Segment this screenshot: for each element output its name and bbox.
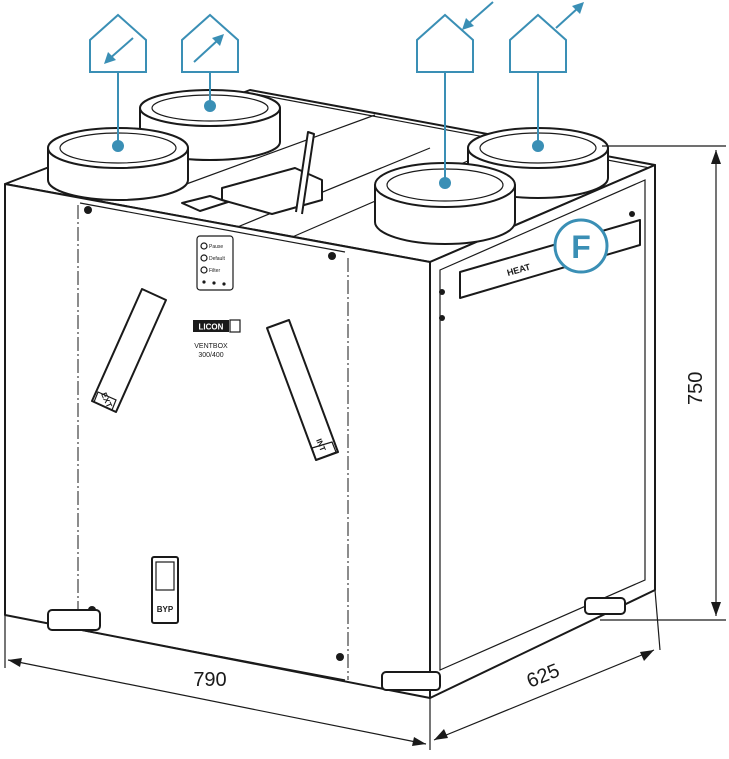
brand-name: LICON [199,323,224,332]
brand-logo: LICON VENTBOX 300/400 [193,319,241,359]
indicator-default: Default [209,256,225,262]
indicator-filter: Filter [209,268,220,274]
int-handle: INT [266,319,339,461]
airflow-leaders [117,72,539,183]
dimension-height: 750 [600,145,726,621]
bypass-handle: BYP [151,556,179,624]
indicator-panel: Pause Default Filter [196,235,234,291]
screw [336,653,344,661]
unit-feet [47,597,626,691]
dimension-height-label: 750 [685,372,707,405]
byp-label: BYP [157,605,174,614]
duct-front-right [374,162,516,245]
house-arrow-out-right-icon [509,2,584,73]
control-box [181,131,323,215]
duct-front-left [47,127,189,201]
dimension-width-label: 790 [193,669,226,691]
unit-front-face [4,183,431,699]
antenna [295,131,315,215]
screw [328,252,336,260]
house-arrow-out-left-icon [181,13,239,73]
ext-handle: EXT [91,288,167,413]
house-arrow-in-left-icon [89,13,147,73]
model-size: 300/400 [198,352,223,359]
badge-letter: F [571,229,591,265]
house-arrow-in-right-icon [416,1,494,73]
screw [629,211,635,217]
filter-badge: F [553,218,609,274]
dimension-width: 790 [4,615,431,750]
screw [439,315,445,321]
duct-spigots [47,89,609,245]
dimension-depth-label: 625 [524,660,563,693]
screw [84,206,92,214]
screw [439,289,445,295]
indicator-pause: Pause [209,244,223,250]
model-name: VENTBOX [194,343,228,350]
